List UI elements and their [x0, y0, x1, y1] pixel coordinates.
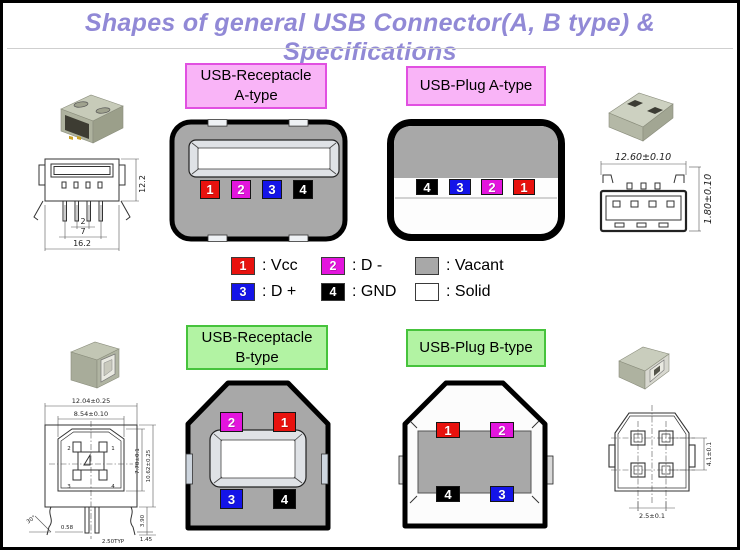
- label-line: A-type: [234, 87, 278, 104]
- shield-notch: [288, 119, 309, 127]
- dim-inner-width: 8.54±0.10: [74, 410, 108, 418]
- usb-plug-b-face-diagram: [398, 380, 554, 529]
- usb-receptacle-a-face-diagram: [169, 119, 348, 242]
- label-line: USB-Plug A-type: [419, 77, 533, 94]
- legend-swatch: 3: [231, 283, 255, 301]
- legend-swatch: [415, 257, 439, 275]
- dim-outer-height: 10.62±0.25: [146, 449, 152, 482]
- dim-tab: 1.45: [140, 537, 153, 543]
- pin-gnd: 4: [436, 486, 460, 502]
- label-usb-receptacle-b: USB-Receptacle B-type: [186, 325, 328, 370]
- usb-receptacle-b-face-diagram: [185, 380, 331, 531]
- usb-b-plug-drawing: 4.1±0.1 2.5±0.1: [608, 405, 713, 520]
- pin-dplus: 3: [449, 179, 471, 195]
- dim-height: 12.2: [138, 175, 147, 193]
- shield-notch: [288, 234, 309, 242]
- pin-number: 4: [111, 484, 115, 490]
- dim-thickness: 1.80±0.10: [703, 174, 714, 224]
- label-line: USB-Receptacle: [201, 328, 313, 346]
- vacant-area: [417, 430, 532, 494]
- usb-b-plug-photo: [618, 346, 670, 390]
- legend-text: : Vcc: [262, 257, 298, 274]
- label-line: B-type: [235, 348, 279, 366]
- legend-swatch: 2: [321, 257, 345, 275]
- pin-number: 2: [67, 446, 71, 452]
- legend-item-gnd: 4 : GND: [321, 282, 396, 302]
- dim-pitch: 2: [80, 217, 85, 226]
- pin-number: 1: [111, 446, 115, 452]
- pin-number: 3: [67, 484, 71, 490]
- dim-inner-height: 7.78±0.1: [135, 448, 141, 474]
- legend-swatch: 4: [321, 283, 345, 301]
- label-usb-plug-b: USB-Plug B-type: [406, 329, 546, 367]
- pin-dminus: 2: [481, 179, 503, 195]
- slot-opening: [197, 147, 331, 170]
- legend-text: : D -: [352, 257, 383, 274]
- dim-pitch: 2.5±0.1: [639, 512, 665, 520]
- dim-span: 7: [80, 227, 85, 236]
- dim-outer-width: 12.04±0.25: [72, 397, 111, 405]
- label-usb-plug-a: USB-Plug A-type: [406, 66, 546, 106]
- pin-gnd: 4: [273, 489, 296, 509]
- usb-b-receptacle-drawing: 12.04±0.25 8.54±0.10 2 1: [26, 397, 156, 545]
- legend-item-dplus: 3 : D +: [231, 282, 296, 302]
- pin-dminus: 2: [220, 412, 243, 432]
- pin-dplus: 3: [262, 180, 282, 199]
- label-usb-receptacle-a: USB-Receptacle A-type: [185, 63, 327, 109]
- dim-angle: 30°: [26, 515, 38, 526]
- legend-text: : GND: [352, 283, 397, 300]
- pin-vcc: 1: [273, 412, 296, 432]
- legend-text: : Solid: [446, 283, 491, 300]
- slot-opening: [220, 439, 296, 479]
- legend-item-vcc: 1 : Vcc: [231, 256, 298, 276]
- shield-notch: [207, 119, 228, 127]
- label-line: USB-Receptacle: [200, 67, 312, 84]
- pin-vcc: 1: [200, 180, 220, 199]
- legend-swatch: 1: [231, 257, 255, 275]
- vacant-area: [394, 126, 558, 178]
- usb-a-receptacle-drawing: 12.2 2 7 16.2: [33, 158, 147, 251]
- usb-a-plug-drawing: 12.60±0.10 1.80±0.10: [599, 152, 714, 233]
- usb-a-plug-photo: [608, 92, 674, 142]
- legend-item-dminus: 2 : D -: [321, 256, 382, 276]
- shield-notch: [207, 234, 228, 242]
- dim-width: 16.2: [73, 239, 91, 248]
- pin-dplus: 3: [490, 486, 514, 502]
- usb-b-receptacle-photo: [70, 341, 120, 389]
- pin-dminus: 2: [490, 422, 514, 438]
- legend-text: : Vacant: [446, 257, 504, 274]
- pin-dminus: 2: [231, 180, 251, 199]
- dim-pitch: 2.50TYP: [102, 539, 125, 545]
- label-line: USB-Plug B-type: [419, 339, 533, 356]
- legend-item-solid: : Solid: [415, 282, 490, 302]
- pin-vcc: 1: [436, 422, 460, 438]
- legend-text: : D +: [262, 283, 297, 300]
- title-divider: [7, 48, 733, 49]
- pin-gnd: 4: [293, 180, 313, 199]
- side-notch: [185, 453, 193, 485]
- dim-foot: 0.58: [61, 525, 74, 531]
- legend-swatch: [415, 283, 439, 301]
- dim-height: 4.1±0.1: [706, 442, 713, 466]
- dim-width: 12.60±0.10: [615, 152, 671, 163]
- pin-vcc: 1: [513, 179, 535, 195]
- side-notch: [321, 453, 329, 485]
- page-title: Shapes of general USB Connector(A, B typ…: [84, 9, 656, 66]
- dim-leg: 3.90: [140, 514, 146, 527]
- usb-plug-a-face-diagram: [387, 119, 565, 241]
- legend-item-vacant: : Vacant: [415, 256, 504, 276]
- pin-dplus: 3: [220, 489, 243, 509]
- pin-gnd: 4: [416, 179, 438, 195]
- usb-a-receptacle-photo: [60, 94, 124, 144]
